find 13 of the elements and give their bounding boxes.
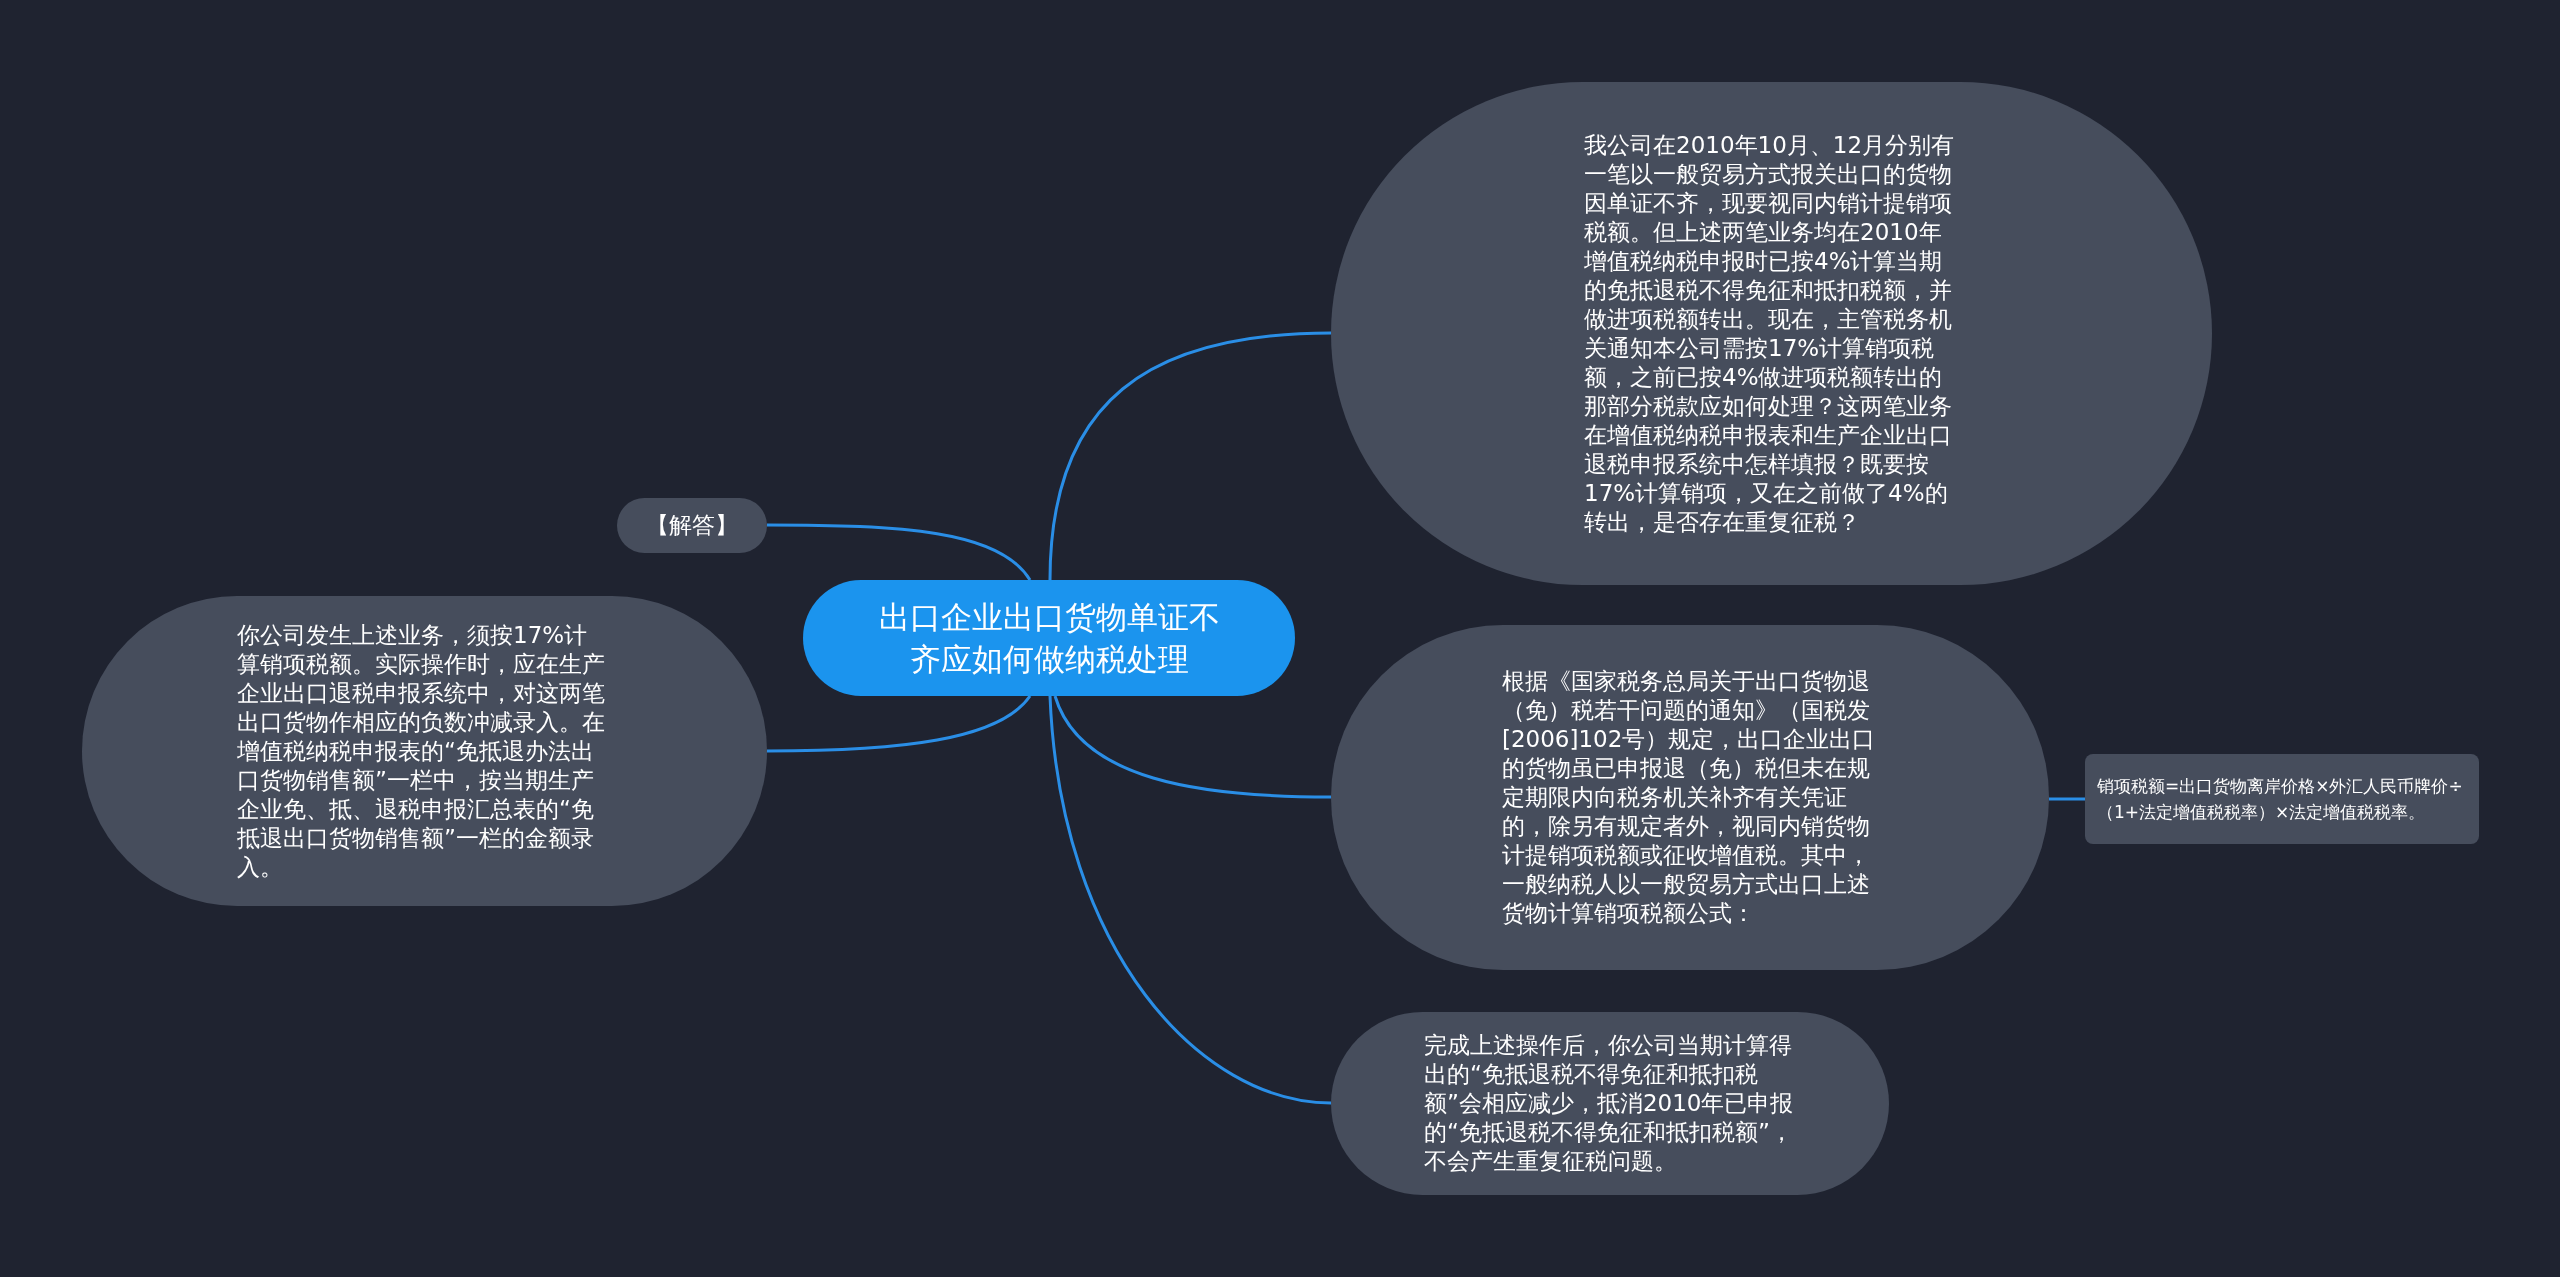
- connector-line: [1048, 331, 1332, 581]
- topic-bubble: 根据《国家税务总局关于出口货物退（免）税若干问题的通知》（国税发[2006]102号）规定，出口企业出口的货物虽已申报退（免）税但未在规定期限内向税务机关补齐有关凭证的，除另有规定者外，视同内销货物计提销项税额或征收增值税。其中，一般纳税人以一般贸易方式出口上述货物计算销项税额公式：: [1331, 625, 2049, 970]
- connector-line: [767, 523, 1032, 581]
- central-topic: 出口企业出口货物单证不齐应如何做纳税处理: [803, 580, 1295, 696]
- connector-line: [2049, 797, 2085, 801]
- topic-bubble: 完成上述操作后，你公司当期计算得出的“免抵退税不得免征和抵扣税额”会相应减少，抵消2010年已申报的“免抵退税不得免征和抵扣税额”，不会产生重复征税问题。: [1331, 1012, 1889, 1195]
- formula-box: 销项税额=出口货物离岸价格×外汇人民币牌价÷（1+法定增值税税率）×法定增值税税率。: [2085, 754, 2479, 844]
- connector-line: [767, 695, 1032, 753]
- topic-bubble: 你公司发生上述业务，须按17%计算销项税额。实际操作时，应在生产企业出口退税申报系统中，对这两笔出口货物作相应的负数冲减录入。在增值税纳税申报表的“免抵退办法出口货物销售额”一栏中，按当期生产企业免、抵、退税申报汇总表的“免抵退出口货物销售额”一栏的金额录入。: [82, 596, 767, 906]
- topic-bubble: 我公司在2010年10月、12月分别有一笔以一般贸易方式报关出口的货物因单证不齐，现要视同内销计提销项税额。但上述两笔业务均在2010年增值税纳税申报时已按4%计算当期的免抵退税不得免征和抵扣税额，并做进项税额转出。现在，主管税务机关通知本公司需按17%计算销项税额，之前已按4%做进项税额转出的那部分税款应如何处理？这两笔业务在增值税纳税申报表和生产企业出口退税申报系统中怎样填报？既要按17%计算销项，又在之前做了4%的转出，是否存在重复征税？: [1331, 82, 2212, 585]
- connector-line: [1048, 695, 1332, 1105]
- label-bubble: 【解答】: [617, 498, 767, 553]
- connector-line: [1053, 695, 1331, 799]
